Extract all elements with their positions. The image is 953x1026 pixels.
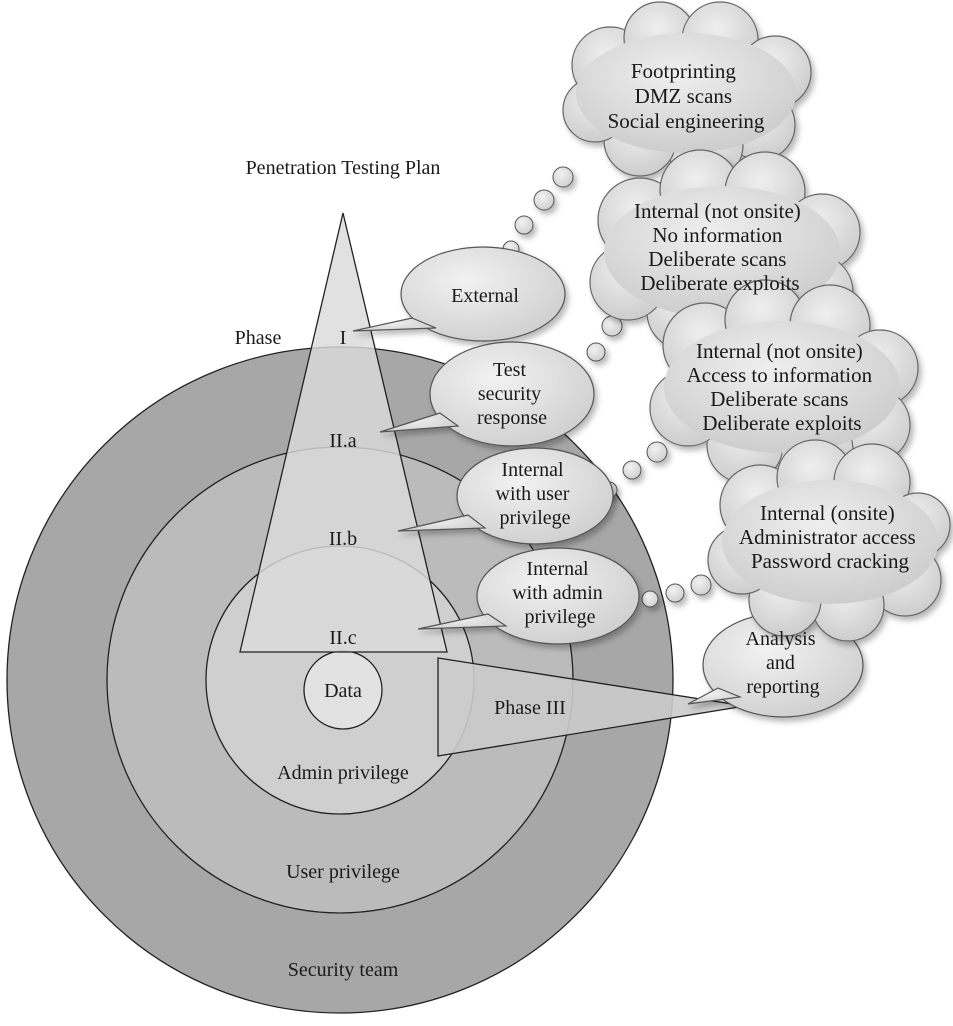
bubble-line: with admin — [512, 582, 603, 604]
cloud-line: No information — [652, 223, 783, 247]
bubble-line: Internal — [501, 459, 564, 481]
cloud-line: DMZ scans — [635, 84, 732, 108]
bubble-line: Test — [493, 359, 526, 381]
cloud-line: Footprinting — [631, 59, 737, 83]
bubble-user-privilege — [397, 447, 614, 545]
bubble-line: response — [477, 407, 547, 429]
thought-dot — [552, 166, 574, 188]
thought-dot — [646, 441, 668, 463]
phase-ii-b-label: II.b — [329, 528, 357, 550]
bubble-line: security — [478, 383, 541, 405]
cloud-onsite — [707, 439, 951, 642]
bubble-line: Internal — [526, 558, 589, 580]
bubble-analysis — [687, 612, 864, 718]
cloud-line: Deliberate exploits — [640, 271, 799, 295]
cloud-line: Administrator access — [739, 525, 916, 549]
page-title: Penetration Testing Plan — [246, 157, 441, 179]
phase-ii-c-label: II.c — [329, 627, 356, 649]
thought-dot — [514, 215, 534, 235]
phase-iii-wedge — [437, 657, 746, 757]
thought-dot — [690, 574, 712, 596]
cloud-onsite-text: Internal (onsite) Administrator access P… — [739, 501, 921, 573]
thought-dot — [622, 460, 642, 480]
bubble-security-response — [379, 341, 595, 447]
cloud-line: Internal (onsite) — [760, 501, 895, 525]
user-privilege-label: User privilege — [286, 861, 400, 883]
cloud-line: Deliberate scans — [710, 387, 848, 411]
cloud-line: Internal (not onsite) — [634, 199, 801, 223]
bubble-line: Analysis — [746, 628, 816, 650]
cloud-line: Social engineering — [608, 109, 765, 133]
bubble-line: with user — [496, 483, 570, 505]
cloud-line: Deliberate scans — [648, 247, 786, 271]
security-team-label: Security team — [288, 959, 399, 981]
phase-label: Phase — [235, 327, 282, 349]
admin-privilege-label: Admin privilege — [277, 762, 409, 784]
thought-dot — [641, 590, 659, 608]
bubble-external — [352, 246, 566, 342]
bubble-analysis-text: Analysis and reporting — [746, 628, 821, 698]
cloud-line: Internal (not onsite) — [696, 339, 863, 363]
bubble-admin-privilege-text: Internal with admin privilege — [512, 558, 608, 628]
bubble-user-privilege-text: Internal with user privilege — [496, 459, 575, 529]
cloud-line: Password cracking — [751, 549, 910, 573]
phase-iii-label: Phase III — [494, 697, 566, 719]
phase-i-label: I — [340, 327, 347, 349]
bubble-admin-privilege — [417, 547, 640, 645]
bubble-line: reporting — [746, 676, 819, 698]
cloud-line: Access to information — [687, 363, 873, 387]
cloud-line: Deliberate exploits — [702, 411, 861, 435]
cloud-footprinting — [562, 1, 812, 184]
bubble-external-text: External — [451, 285, 519, 307]
data-label: Data — [324, 680, 362, 702]
thought-dot — [533, 189, 555, 211]
bubble-line: and — [766, 652, 795, 674]
phase-triangle — [239, 212, 448, 653]
bubble-line: privilege — [499, 507, 570, 529]
bubble-security-response-text: Test security response — [477, 359, 547, 429]
thought-dot — [665, 583, 685, 603]
phase-ii-a-label: II.a — [329, 430, 356, 452]
bubble-line: privilege — [524, 606, 595, 628]
cloud-no-information-text: Internal (not onsite) No information Del… — [634, 199, 806, 295]
bubble-line: External — [451, 285, 519, 307]
cloud-footprinting-text: Footprinting DMZ scans Social engineerin… — [608, 59, 765, 133]
thought-dot — [586, 342, 606, 362]
cloud-access-information-text: Internal (not onsite) Access to informat… — [687, 339, 878, 435]
